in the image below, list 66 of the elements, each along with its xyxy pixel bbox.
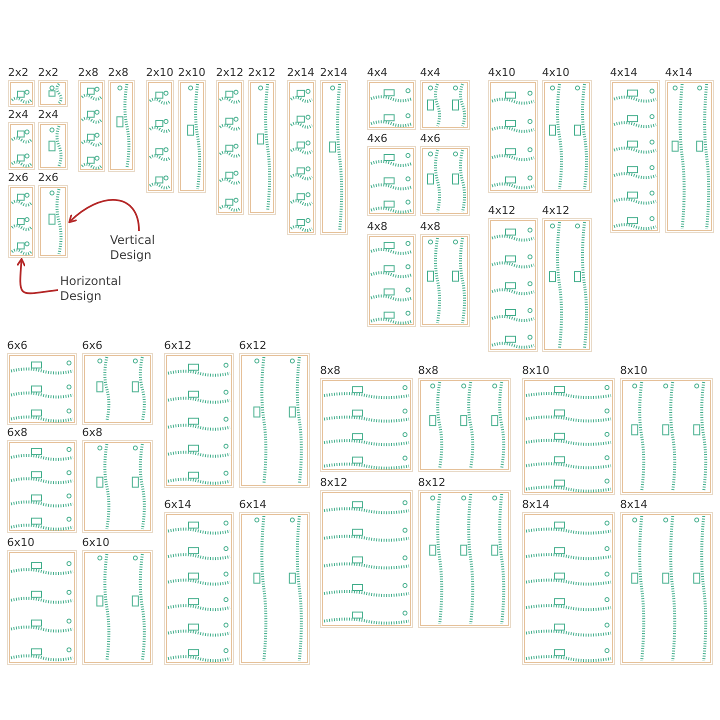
design-panel [367,132,416,216]
size-label: 4x12 [542,204,570,217]
design-panel [216,66,246,215]
design-panel [367,66,416,130]
size-label: 2x6 [8,171,29,184]
size-label: 4x10 [542,66,570,79]
design-panel [8,108,38,170]
size-label: 8x8 [418,364,439,377]
size-label: 4x6 [367,132,388,145]
size-label: 2x10 [178,66,206,79]
design-panel [38,171,68,258]
size-label: 4x10 [488,66,516,79]
size-label: 6x8 [7,426,28,439]
size-label: 4x12 [488,204,516,217]
size-label: 8x14 [522,498,550,511]
size-label: 8x10 [522,364,550,377]
size-label: 6x14 [164,498,192,511]
design-panel [38,108,68,170]
size-label: 2x4 [8,108,29,121]
size-label: 6x12 [164,339,192,352]
size-label: 6x6 [7,339,28,352]
design-panel [248,66,278,215]
size-label: 4x6 [420,132,441,145]
design-panel [178,66,208,193]
curved-arrow [68,199,140,232]
size-label: 2x10 [146,66,174,79]
curved-arrow [16,258,58,294]
design-panel [7,339,77,425]
size-label: 6x14 [239,498,267,511]
size-label: 2x2 [8,66,29,79]
design-panel [82,339,153,425]
size-label: 4x4 [420,66,441,79]
design-panel [38,66,68,107]
design-panel [146,66,176,193]
size-label: 8x12 [320,476,348,489]
size-label: 8x14 [620,498,648,511]
size-label: 6x12 [239,339,267,352]
size-label: 2x2 [38,66,59,79]
size-label: 8x8 [320,364,341,377]
design-panel [420,132,470,216]
size-label: 4x14 [665,66,693,79]
size-label: 2x12 [216,66,244,79]
size-label: 6x10 [82,536,110,549]
design-panel [8,171,38,258]
size-label: 2x14 [287,66,315,79]
size-label: 2x12 [248,66,276,79]
size-label: 2x4 [38,108,59,121]
size-label: 2x8 [78,66,99,79]
size-label: 8x12 [418,476,446,489]
size-label: 8x10 [620,364,648,377]
size-label: 2x14 [320,66,348,79]
note-text: Horizontal Design [60,274,132,304]
note-text: Vertical Design [110,233,168,263]
size-label: 2x6 [38,171,59,184]
size-label: 4x14 [610,66,638,79]
design-panel [108,66,138,172]
design-panel [78,66,108,172]
size-label: 4x8 [420,220,441,233]
design-panel [420,66,470,130]
size-label: 6x10 [7,536,35,549]
size-label: 4x8 [367,220,388,233]
size-label: 2x8 [108,66,129,79]
design-panel [8,66,38,107]
size-label: 6x8 [82,426,103,439]
size-label: 4x4 [367,66,388,79]
size-label: 6x6 [82,339,103,352]
